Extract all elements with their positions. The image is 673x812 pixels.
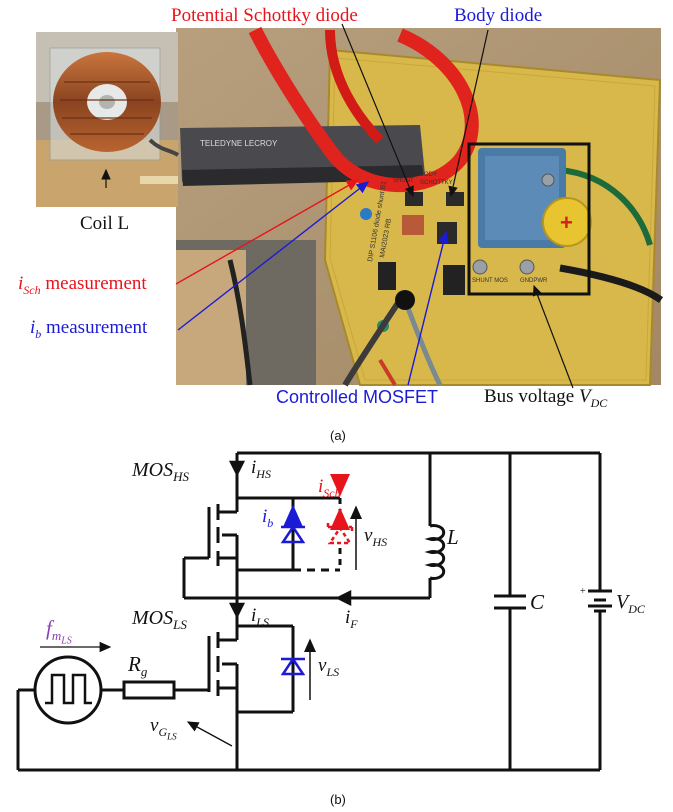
capacitor-C: [494, 594, 526, 610]
pulse-source: [33, 655, 103, 725]
label-mos-hs: MOSHS: [132, 459, 189, 484]
schottky-component: [405, 192, 423, 206]
label-i-sch: iSch: [318, 476, 341, 500]
body-diode-hs: [280, 504, 306, 544]
label-f-m: fmLS: [46, 616, 72, 647]
label-bus-voltage: Bus voltage VDC: [484, 386, 608, 410]
svg-text:SHUNT MOS: SHUNT MOS: [472, 278, 508, 284]
circuit-panel: [16, 451, 602, 772]
schottky-diode-symbol: [326, 522, 354, 545]
red-wire: [248, 26, 479, 192]
label-L: L: [447, 525, 459, 549]
current-arrows: [228, 460, 352, 619]
mosfet-component: [437, 222, 457, 244]
label-i-ls: iLS: [251, 605, 269, 629]
label-schottky: Potential Schottky diode: [171, 5, 358, 26]
label-C: C: [530, 590, 545, 614]
svg-text:+: +: [560, 210, 573, 235]
label-v-g: vGLS: [150, 715, 177, 742]
svg-text:GNDPWR: GNDPWR: [520, 278, 548, 284]
body-diode-ls: [280, 656, 306, 676]
label-mos-ls: MOSLS: [132, 607, 187, 632]
probe-text: TELEDYNE LECROY: [200, 139, 278, 148]
svg-text:+: +: [580, 586, 586, 597]
schottky-branch: [293, 474, 354, 572]
svg-text:SHUNT: SHUNT: [393, 178, 414, 184]
label-v-hs: vHS: [364, 525, 388, 549]
v-g-arrow: [186, 721, 233, 747]
label-body-diode: Body diode: [454, 5, 543, 26]
green-wire: [559, 167, 653, 246]
label-mosfet: Controlled MOSFET: [276, 387, 439, 407]
label-v-ls: vLS: [318, 655, 340, 679]
battery-vdc: [588, 589, 612, 613]
electrolytic-capacitor: [542, 197, 592, 247]
arrow-bus: [532, 284, 574, 389]
svg-text:BODY: BODY: [420, 172, 437, 178]
svg-text:SCHOTTKY: SCHOTTKY: [420, 180, 453, 186]
caption-b: (b): [330, 792, 346, 807]
label-i-b: ib: [262, 506, 274, 530]
ib-symbol: i: [30, 317, 36, 338]
arrow-schottky: [341, 23, 414, 198]
bus-voltage-box: [467, 142, 591, 296]
inductor-L: [424, 524, 446, 580]
isch-symbol: i: [18, 273, 24, 294]
arrow-isch: [175, 179, 360, 285]
black-wire: [559, 264, 664, 303]
label-i-f: iF: [345, 607, 358, 631]
label-i-hs: iHS: [251, 457, 271, 481]
label-R-g: Rg: [128, 652, 148, 680]
arrow-body-diode: [448, 29, 489, 198]
label-isch-measurement: iSch measurement: [18, 273, 147, 297]
body-diode-component: [446, 192, 464, 206]
label-V-dc: VDC: [616, 591, 645, 616]
label-ib-measurement: ib measurement: [30, 317, 148, 341]
arrow-mosfet: [407, 230, 449, 386]
resistor-Rg: [122, 680, 176, 700]
photo-annotations: [101, 23, 574, 389]
label-coil: Coil L: [80, 213, 130, 234]
arrow-ib: [177, 181, 370, 331]
caption-a: (a): [330, 428, 346, 443]
